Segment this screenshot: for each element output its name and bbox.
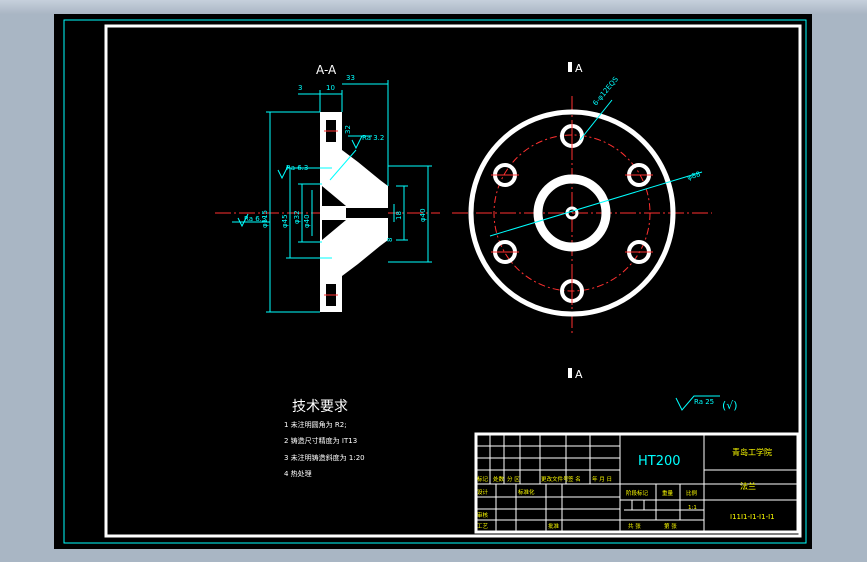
outer-border <box>63 19 807 544</box>
roughness-label-2: Ra 6.3 <box>286 164 308 172</box>
tb-school: 青岛工学院 <box>732 447 772 457</box>
tb-gengai: 更改文件号 <box>541 475 569 483</box>
dim-18: 18 <box>395 211 403 220</box>
tb-zhongliang: 重量 <box>662 489 674 497</box>
dim-phi45: φ45 <box>281 214 289 228</box>
tech-item-1: 1 未注明圆角为 R2; <box>284 420 347 429</box>
hub-ring <box>533 174 611 252</box>
hub-hatch-lower <box>331 217 385 259</box>
tb-chushu: 处数 <box>493 475 505 483</box>
tech-item-2: 2 铸造尺寸精度为 IT13 <box>284 436 357 445</box>
tb-qianming: 签 名 <box>568 475 581 483</box>
dim-phi88: φ88 <box>686 170 701 182</box>
inner-frame <box>104 24 802 538</box>
tech-requirements: 技术要求 1 未注明圆角为 R2; 2 铸造尺寸精度为 IT13 3 未注明铸造… <box>284 399 365 478</box>
tb-material: HT200 <box>638 454 681 469</box>
dim-8: 8 <box>386 238 394 242</box>
tb-gongyi: 工艺 <box>477 523 489 530</box>
tb-drawing-no: I11I1-I1-I1-I1 <box>730 513 775 521</box>
section-roughness-marks <box>237 135 363 228</box>
tb-pizhun: 批准 <box>548 522 560 530</box>
section-dimension-texts: 3 10 33 φ115 φ45 φ32 φ40 φ40 18 8 32 Ra … <box>244 74 427 242</box>
cut-mark-top-bar <box>568 62 572 72</box>
tb-di: 第 张 <box>664 522 677 530</box>
front-leaders <box>489 99 703 237</box>
tb-part-name: 法兰 <box>740 481 756 491</box>
section-label: A-A <box>316 63 337 77</box>
tb-biaozhun: 标准化 <box>518 488 535 496</box>
window-chrome <box>0 0 867 14</box>
cavity-lower <box>322 220 346 240</box>
tech-item-4: 4 热处理 <box>284 469 312 478</box>
title-block: HT200 青岛工学院 法兰 I11I1-I1-I1-I1 标记 处数 分 区 … <box>474 432 800 534</box>
tb-nian: 年 月 日 <box>592 475 612 483</box>
general-roughness: Ra 25 (√) <box>675 395 738 412</box>
cut-mark-bottom: A <box>575 368 583 381</box>
section-view: A-A <box>215 63 440 313</box>
tech-item-3: 3 未注明铸造斜度为 1:20 <box>284 453 365 462</box>
tb-shenhe: 审核 <box>477 511 489 519</box>
dim-32: 32 <box>344 125 352 134</box>
section-dim-lines <box>232 80 432 313</box>
dim-33: 33 <box>346 74 355 82</box>
tb-fenqu: 分 区 <box>507 475 520 483</box>
roughness-label-3: Ra 3.2 <box>362 134 384 142</box>
dim-10: 10 <box>326 84 335 92</box>
cut-mark-top: A <box>575 62 583 75</box>
bolt-hole-axes <box>491 122 653 305</box>
tb-bili: 比例 <box>686 489 698 497</box>
general-roughness-suffix: (√) <box>722 399 738 412</box>
tech-title: 技术要求 <box>292 399 348 415</box>
general-roughness-symbol: Ra 25 <box>694 398 714 406</box>
tb-gong: 共 张 <box>628 522 641 530</box>
tb-scale: 1:1 <box>688 505 697 511</box>
cut-mark-bottom-bar <box>568 368 572 378</box>
dim-phi40-left: φ40 <box>303 214 311 228</box>
tb-jieduan: 阶段标记 <box>626 489 649 497</box>
center-bore <box>346 208 388 218</box>
dim-phi115: φ115 <box>261 210 269 228</box>
dim-3: 3 <box>298 84 302 92</box>
roughness-label-1: Ra 6.3 <box>244 215 266 223</box>
flange-plate <box>320 112 342 312</box>
dim-phi40-right: φ40 <box>419 208 427 222</box>
flange-outer-edge <box>468 109 676 317</box>
cavity-upper <box>322 186 346 206</box>
tb-sheji: 设计 <box>477 488 489 496</box>
tb-biaoji: 标记 <box>477 475 489 483</box>
dim-phi32: φ32 <box>293 210 301 224</box>
